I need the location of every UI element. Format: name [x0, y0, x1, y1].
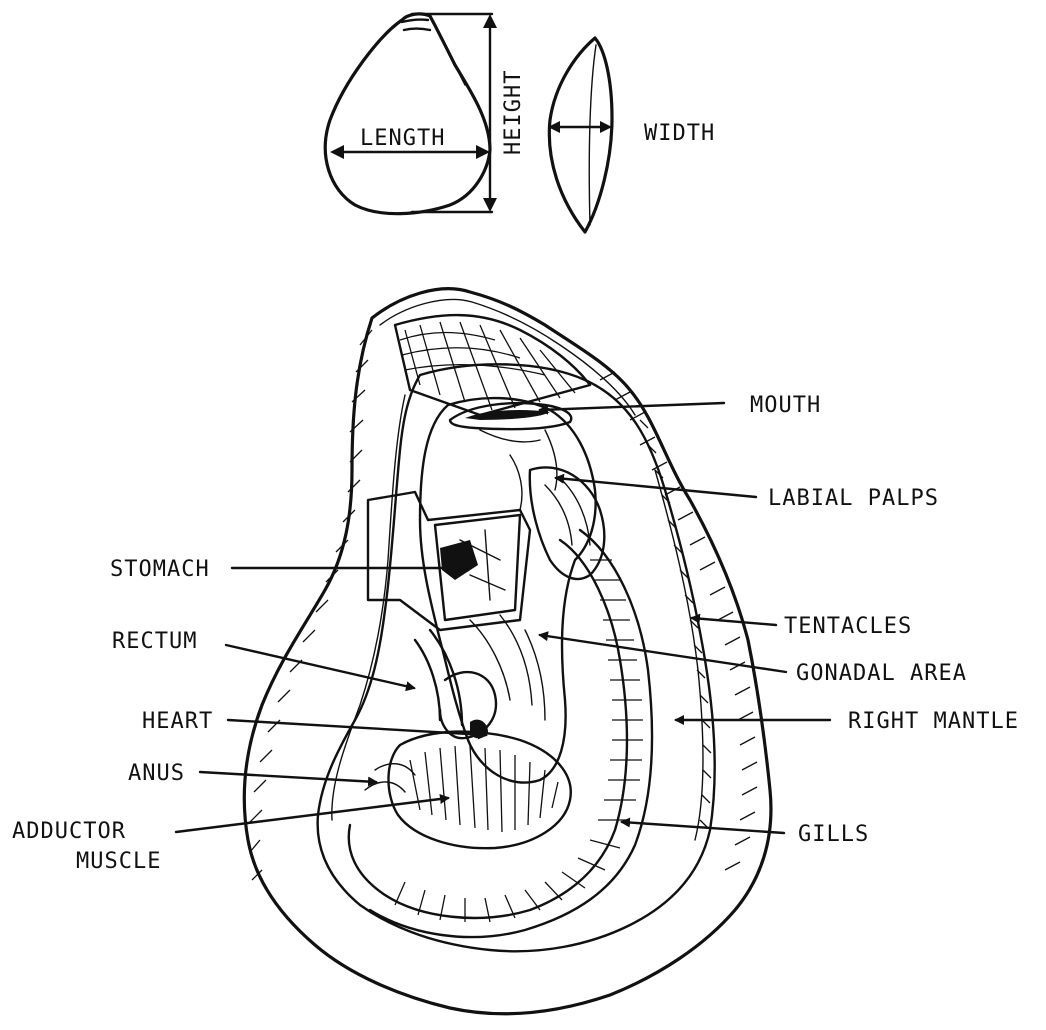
rectum-leader	[226, 645, 414, 688]
rectum-label: RECTUM	[112, 629, 197, 654]
adductor-muscle-leader	[176, 798, 448, 832]
gills-label: GILLS	[798, 822, 869, 847]
shell-outline-edge-view	[548, 38, 612, 232]
rectum-heart-region	[365, 630, 496, 792]
adductor-muscle-shape	[388, 732, 570, 849]
visceral-mass	[420, 398, 596, 783]
gills-band	[349, 530, 652, 937]
tentacles-leader	[692, 618, 776, 625]
height-arrow	[412, 14, 497, 212]
stomach-cutaway	[368, 492, 530, 630]
length-label: LENGTH	[360, 126, 445, 151]
mouth-leader	[540, 403, 724, 410]
height-label: HEIGHT	[501, 70, 526, 155]
width-label: WIDTH	[644, 121, 715, 146]
labial-palps-label: LABIAL PALPS	[768, 486, 939, 511]
stomach-label: STOMACH	[110, 557, 210, 582]
heart-leader	[228, 720, 486, 735]
adductor-muscle-label-line2: MUSCLE	[76, 849, 161, 874]
gonadal-area-label: GONADAL AREA	[796, 661, 967, 686]
anus-leader	[200, 772, 376, 782]
adductor-muscle-label-line1: ADDUCTOR	[12, 819, 126, 844]
heart-label: HEART	[142, 709, 213, 734]
right-mantle-label: RIGHT MANTLE	[848, 709, 1019, 734]
shell-outline-side-view	[325, 14, 490, 214]
anus-label: ANUS	[128, 761, 185, 786]
mouth-label: MOUTH	[750, 393, 821, 418]
tentacles-label: TENTACLES	[784, 614, 912, 639]
